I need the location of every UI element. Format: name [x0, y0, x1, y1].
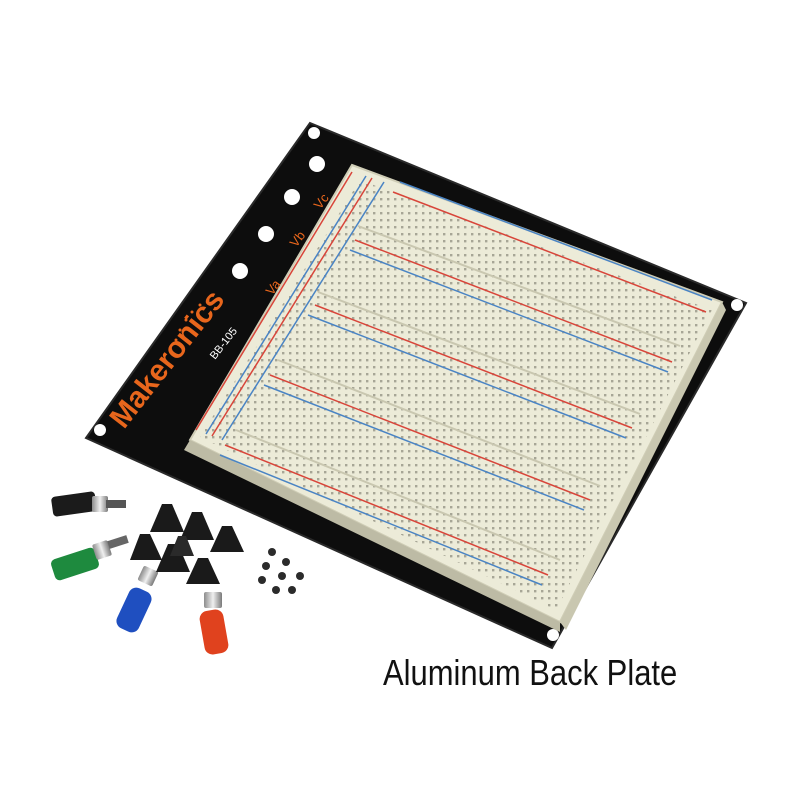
left-power-rail [195, 171, 385, 441]
binding-post-red [199, 592, 229, 655]
mount-hole [731, 299, 743, 311]
binding-post-green [51, 535, 129, 581]
post-hole [284, 189, 300, 205]
brand-dots [174, 298, 210, 342]
rubber-feet [130, 504, 244, 584]
mount-hole [94, 424, 106, 436]
breadboard [184, 163, 726, 632]
caption-text: Aluminum Back Plate [383, 652, 678, 693]
mount-hole [308, 127, 320, 139]
screws [258, 548, 304, 594]
binding-post-blue [116, 566, 158, 633]
binding-post-black [51, 491, 126, 517]
module-seams [235, 225, 681, 561]
post-hole [258, 226, 274, 242]
post-hole [309, 156, 325, 172]
mount-hole [547, 629, 559, 641]
post-hole [232, 263, 248, 279]
horizontal-rails [219, 181, 713, 586]
